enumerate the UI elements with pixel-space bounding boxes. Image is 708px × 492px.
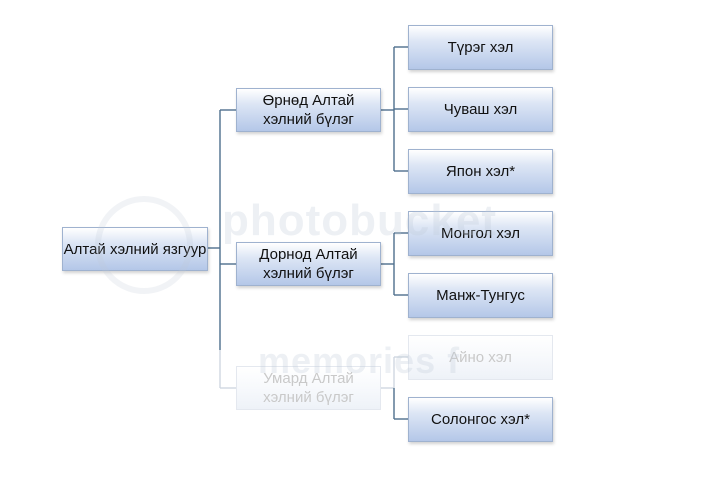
leaf-label-mongolian: Монгол хэл <box>441 225 520 242</box>
root-label: Алтай хэлний язгуур <box>63 240 207 258</box>
root-node: Алтай хэлний язгуур <box>62 227 208 271</box>
branch-label-western: Өрнөд Алтай хэлний бүлэг <box>262 92 355 128</box>
leaf-label-manchu-tungus: Манж-Тунгус <box>436 287 525 304</box>
branch-label-eastern: Дорнод Алтай хэлний бүлэг <box>259 246 358 282</box>
leaf-label-korean: Солонгос хэл* <box>431 411 530 428</box>
branch-label-northern: Умард Алтай хэлний бүлэг <box>263 370 354 406</box>
leaf-label-japanese: Япон хэл* <box>445 163 516 180</box>
leaf-node-ainu: Айно хэл <box>408 335 553 380</box>
leaf-label-ainu: Айно хэл <box>449 349 512 366</box>
leaf-label-turkic: Түрэг хэл <box>447 39 514 56</box>
leaf-node-turkic: Түрэг хэл <box>408 25 553 70</box>
leaf-node-korean: Солонгос хэл* <box>408 397 553 442</box>
leaf-node-manchu-tungus: Манж-Тунгус <box>408 273 553 318</box>
leaf-node-mongolian: Монгол хэл <box>408 211 553 256</box>
leaf-node-chuvash: Чуваш хэл <box>408 87 553 132</box>
branch-node-western: Өрнөд Алтай хэлний бүлэг <box>236 88 381 132</box>
branch-node-northern: Умард Алтай хэлний бүлэг <box>236 366 381 410</box>
leaf-label-chuvash: Чуваш хэл <box>443 101 518 118</box>
branch-node-eastern: Дорнод Алтай хэлний бүлэг <box>236 242 381 286</box>
leaf-node-japanese: Япон хэл* <box>408 149 553 194</box>
